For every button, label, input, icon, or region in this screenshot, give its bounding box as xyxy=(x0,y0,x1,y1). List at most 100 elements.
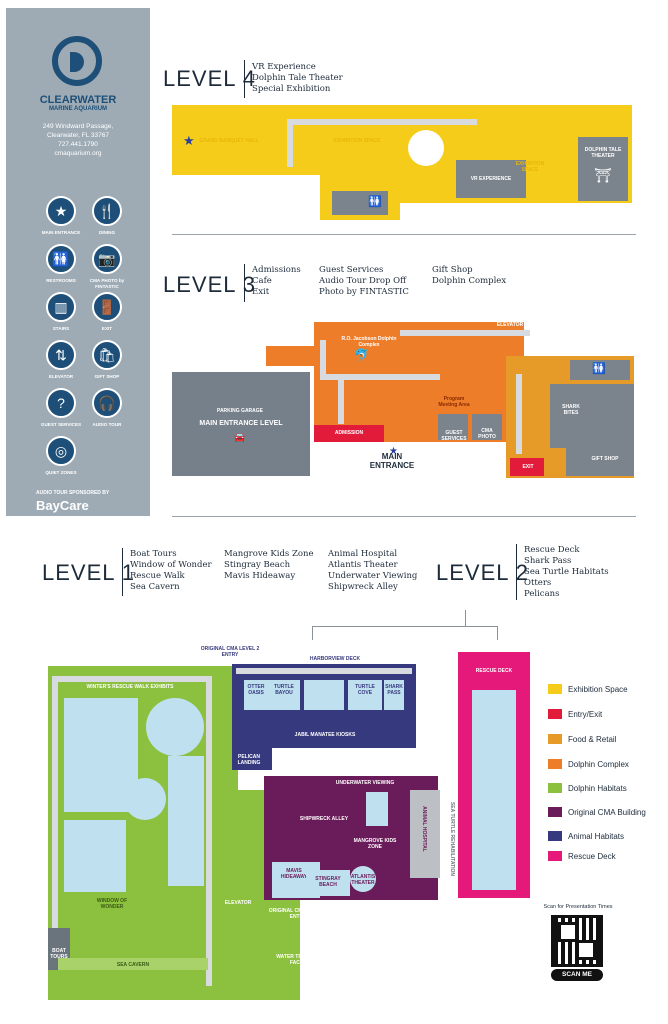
level-2-item: Shark Pass xyxy=(524,556,572,566)
vr-room xyxy=(456,160,526,198)
map-label: TURTLE COVE xyxy=(355,684,375,696)
sea-cavern xyxy=(58,958,208,970)
level-2-title: LEVEL 2 xyxy=(436,560,530,585)
stairs-icon: ▥ xyxy=(46,292,76,322)
sponsor-caption: AUDIO TOUR SPONSORED BY xyxy=(36,490,110,496)
map-label: WATER TREATMENT FACILITY xyxy=(276,954,326,966)
address-line: 249 Windward Passage, xyxy=(42,123,114,130)
key-label: Exhibition Space xyxy=(568,685,628,694)
level-4-title: LEVEL 4 xyxy=(163,66,257,91)
walkway xyxy=(516,374,522,454)
level-1-item: Underwater Viewing xyxy=(328,571,418,581)
level-1-item: Shipwreck Alley xyxy=(328,582,398,592)
star-icon: ★ xyxy=(183,133,195,148)
map-label: WINDOW OF WONDER xyxy=(96,898,128,910)
level-1-2-floorplan: WINTER'S RESCUE WALK EXHIBITS WINDOW OF … xyxy=(0,640,540,1010)
map-label: ADMISSION xyxy=(334,430,364,436)
key-label: Original CMA Building xyxy=(568,808,646,817)
theater-icon: ⛩ xyxy=(594,167,612,183)
phone-number: 727.441.1790 xyxy=(58,141,98,148)
key-label: Rescue Deck xyxy=(568,852,616,861)
walkway xyxy=(320,340,326,380)
level-3-item: Cafe xyxy=(252,276,272,286)
level-1-item: Stingray Beach xyxy=(224,560,291,570)
legend-label: GIFT SHOP xyxy=(94,374,120,379)
map-label: WINTER'S RESCUE WALK EXHIBITS xyxy=(86,684,174,690)
legend-label: DINING xyxy=(98,230,116,235)
walkway xyxy=(287,119,477,125)
exit-zone xyxy=(510,458,544,476)
map-label: SEA TURTLE REHABILITATION xyxy=(449,801,455,877)
key-swatch xyxy=(548,807,562,817)
map-label: ORIGINAL CMA LEVEL 2 ENTRY xyxy=(200,646,260,658)
key-label: Dolphin Complex xyxy=(568,760,629,769)
walkway xyxy=(206,676,212,986)
map-label: GRAND BANQUET HALL xyxy=(199,138,259,144)
level-2-connector xyxy=(465,610,466,626)
map-label: CMA PHOTO xyxy=(478,428,496,440)
gift-shop-room xyxy=(566,440,634,476)
elevator-icon: ⇅ xyxy=(46,340,76,370)
map-label: MAIN ENTRANCE LEVEL xyxy=(199,420,283,427)
qr-code[interactable] xyxy=(551,915,603,967)
map-label: EXHIBITION SPACE xyxy=(333,138,381,144)
audio-tour-icon: 🎧 xyxy=(92,388,122,418)
level-1-item: Sea Cavern xyxy=(130,582,180,592)
restroom-icon: 🚻 xyxy=(368,196,382,208)
level-4-floorplan: ★ GRAND BANQUET HALL EXHIBITION SPACE VR… xyxy=(172,105,632,220)
restroom-block xyxy=(570,360,630,380)
level-2-connector xyxy=(497,626,498,640)
level-2-item: Pelicans xyxy=(524,589,560,599)
walkway xyxy=(320,374,440,380)
title-rule xyxy=(244,264,245,302)
map-label: ANIMAL HOSPITAL xyxy=(421,806,427,852)
car-icon: 🚘 xyxy=(234,432,246,442)
dolphin-pool-round xyxy=(146,698,204,756)
walkway xyxy=(287,119,293,167)
legend-label: GUEST SERVICES xyxy=(40,422,82,427)
key-swatch xyxy=(548,851,562,861)
key-label: Food & Retail xyxy=(568,735,617,744)
restroom-block xyxy=(332,191,388,215)
legend-label: QUIET ZONES xyxy=(45,470,77,475)
guest-services-icon: ? xyxy=(46,388,76,418)
map-label: EXHIBITION SPACE xyxy=(515,161,545,173)
camera-icon: 📷 xyxy=(92,244,122,274)
map-label: MAVIS HIDEAWAY xyxy=(280,868,308,880)
key-label: Dolphin Habitats xyxy=(568,784,627,793)
map-label: SEA CAVERN xyxy=(116,962,150,968)
level-3-item: Photo by FINTASTIC xyxy=(319,287,409,297)
map-label: STINGRAY BEACH xyxy=(315,876,341,888)
animal-hospital xyxy=(410,790,440,878)
key-swatch xyxy=(548,783,562,793)
level-1-title: LEVEL 1 xyxy=(42,560,136,585)
level-1-item: Rescue Walk xyxy=(130,571,185,581)
star-icon: ★ xyxy=(389,446,398,457)
walkway xyxy=(400,330,530,336)
atlantis-theater-pool xyxy=(350,866,376,892)
key-swatch xyxy=(548,734,562,744)
map-label: MANGROVE KIDS ZONE xyxy=(353,838,397,850)
dolphin-pool xyxy=(168,756,204,886)
level-4-item: VR Experience xyxy=(252,62,316,72)
map-label: JABIL MANATEE KIOSKS xyxy=(294,732,356,738)
map-label: VR EXPERIENCE xyxy=(470,176,512,182)
shark-pass-habitat xyxy=(384,680,404,710)
walkway xyxy=(52,676,58,966)
level-2-connector xyxy=(312,626,498,627)
map-label: PELICAN LANDING xyxy=(237,754,261,766)
sponsor-logo: BayCare xyxy=(36,498,89,513)
pelican-landing xyxy=(232,744,272,770)
map-label: TURTLE BAYOU xyxy=(274,684,294,696)
turtle-cove-habitat xyxy=(348,680,382,710)
theater-room xyxy=(578,137,628,201)
map-label: SHARK BITES xyxy=(562,404,580,416)
restroom-icon: 🚻 xyxy=(592,363,606,375)
logo-name: CLEARWATER xyxy=(39,94,117,106)
turtle-habitat xyxy=(304,680,344,710)
map-label: SHIPWRECK ALLEY xyxy=(299,816,349,822)
map-label: ORIGINAL CMA LEVEL 1 ENTRY xyxy=(268,908,328,920)
walkway xyxy=(52,676,212,682)
scan-me-button[interactable]: SCAN ME xyxy=(551,969,603,981)
section-divider xyxy=(172,234,636,235)
